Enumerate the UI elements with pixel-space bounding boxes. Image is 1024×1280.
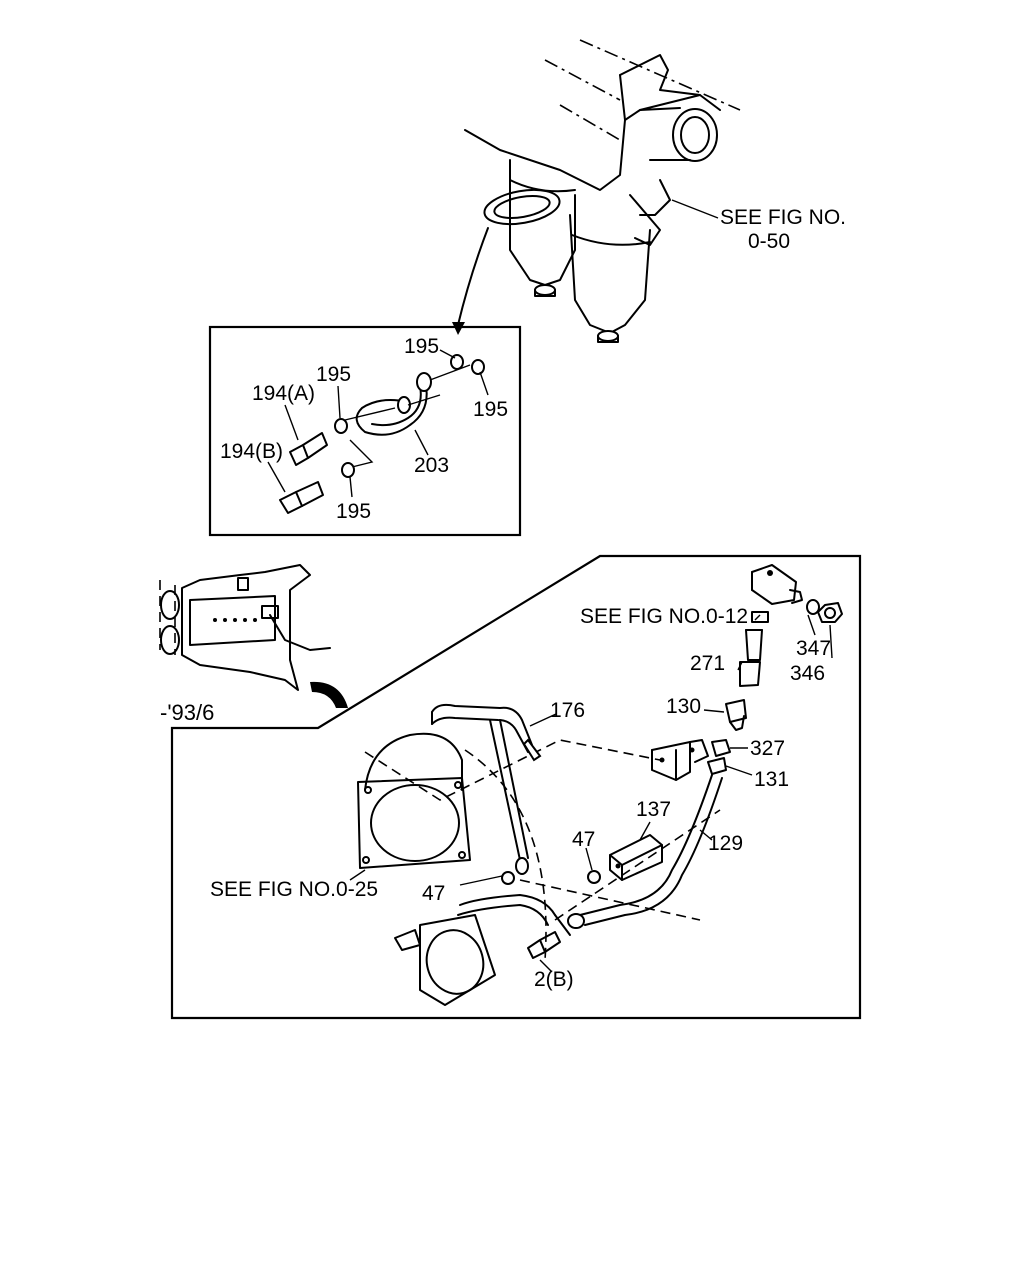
see-fig-0-12: SEE FIG NO.0-12: [580, 605, 748, 628]
callout-195-left: 195: [316, 363, 351, 386]
lower-view-parts: [349, 564, 843, 1006]
date-note: -'93/6: [160, 700, 214, 725]
callout-195-right: 195: [473, 398, 508, 421]
callout-347: 347: [796, 637, 831, 660]
callout-47-upper: 47: [572, 828, 595, 851]
lower-view-frame: [170, 554, 862, 1020]
callout-346: 346: [790, 662, 825, 685]
callout-176: 176: [550, 699, 585, 722]
callout-271: 271: [690, 652, 725, 675]
callout-195-bottom: 195: [336, 500, 371, 523]
detail-box: [208, 325, 522, 537]
callout-2b: 2(B): [534, 968, 574, 991]
see-fig-0-50-line1: SEE FIG NO.: [720, 206, 846, 229]
detail-box-parts: [267, 349, 489, 514]
see-fig-0-25: SEE FIG NO.0-25: [210, 878, 378, 901]
callout-137: 137: [636, 798, 671, 821]
callout-194b: 194(B): [220, 440, 283, 463]
callout-327: 327: [750, 737, 785, 760]
callout-195-top: 195: [404, 335, 439, 358]
callout-47-lower: 47: [422, 882, 445, 905]
callout-130: 130: [666, 695, 701, 718]
see-fig-0-50-line2: 0-50: [748, 230, 790, 253]
callout-131: 131: [754, 768, 789, 791]
callout-194a: 194(A): [252, 382, 315, 405]
callout-129: 129: [708, 832, 743, 855]
engine-top-view: [452, 39, 741, 343]
engine-thumbnail: [159, 564, 348, 708]
callout-203: 203: [414, 454, 449, 477]
